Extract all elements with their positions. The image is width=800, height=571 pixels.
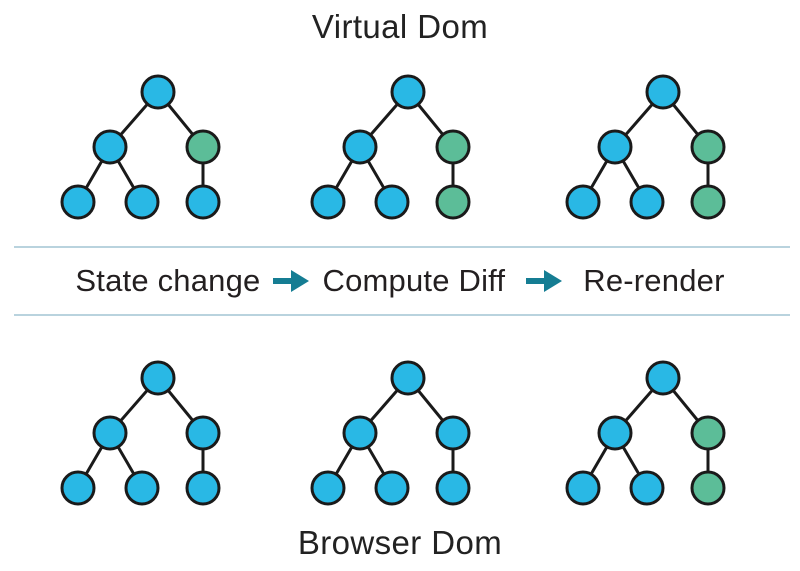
- right-arrow-icon: [521, 264, 567, 298]
- tree-node-left_child: [342, 129, 378, 165]
- tree-node-right_child: [185, 129, 221, 165]
- flow-steps: State change Compute Diff Re-render: [0, 252, 800, 310]
- tree-node-leaf_2: [374, 184, 410, 220]
- flow-divider-top: [14, 246, 790, 248]
- tree-node-right_child: [435, 415, 471, 451]
- tree-node-leaf_1: [310, 470, 346, 506]
- browser-dom-tree-1: [50, 348, 250, 518]
- flow-step-label-2: Compute Diff: [322, 263, 506, 298]
- tree-node-leaf_2: [629, 184, 665, 220]
- tree-node-left_child: [597, 415, 633, 451]
- tree-node-leaf_2: [124, 470, 160, 506]
- tree-node-right_child: [435, 129, 471, 165]
- tree-node-leaf_1: [565, 184, 601, 220]
- tree-node-leaf_3: [690, 184, 726, 220]
- tree-node-root: [140, 74, 176, 110]
- flow-band: State change Compute Diff Re-render: [0, 246, 800, 316]
- browser-dom-title: Browser Dom: [297, 524, 503, 561]
- tree-node-right_child: [185, 415, 221, 451]
- tree-node-leaf_3: [185, 184, 221, 220]
- tree-node-leaf_3: [435, 184, 471, 220]
- flow-step-label-3: Re-render: [583, 263, 725, 298]
- tree-node-leaf_1: [565, 470, 601, 506]
- flow-step-label-1: State change: [75, 263, 261, 298]
- tree-node-root: [645, 74, 681, 110]
- tree-node-root: [645, 360, 681, 396]
- virtual-dom-tree-1: [50, 62, 250, 232]
- tree-node-root: [390, 74, 426, 110]
- tree-node-left_child: [342, 415, 378, 451]
- tree-node-leaf_3: [185, 470, 221, 506]
- right-arrow-icon: [268, 264, 314, 298]
- tree-node-leaf_2: [374, 470, 410, 506]
- tree-node-left_child: [92, 415, 128, 451]
- tree-node-left_child: [92, 129, 128, 165]
- virtual-dom-tree-3: [555, 62, 755, 232]
- flow-divider-bottom: [14, 314, 790, 316]
- tree-node-root: [140, 360, 176, 396]
- tree-node-leaf_3: [690, 470, 726, 506]
- tree-node-leaf_3: [435, 470, 471, 506]
- browser-dom-tree-3: [555, 348, 755, 518]
- tree-node-leaf_1: [310, 184, 346, 220]
- tree-node-leaf_1: [60, 470, 96, 506]
- tree-node-right_child: [690, 415, 726, 451]
- virtual-dom-tree-2: [300, 62, 500, 232]
- tree-node-leaf_2: [629, 470, 665, 506]
- tree-node-root: [390, 360, 426, 396]
- tree-node-leaf_1: [60, 184, 96, 220]
- tree-node-leaf_2: [124, 184, 160, 220]
- tree-node-left_child: [597, 129, 633, 165]
- tree-node-right_child: [690, 129, 726, 165]
- browser-dom-tree-2: [300, 348, 500, 518]
- virtual-dom-title: Virtual Dom: [311, 8, 489, 45]
